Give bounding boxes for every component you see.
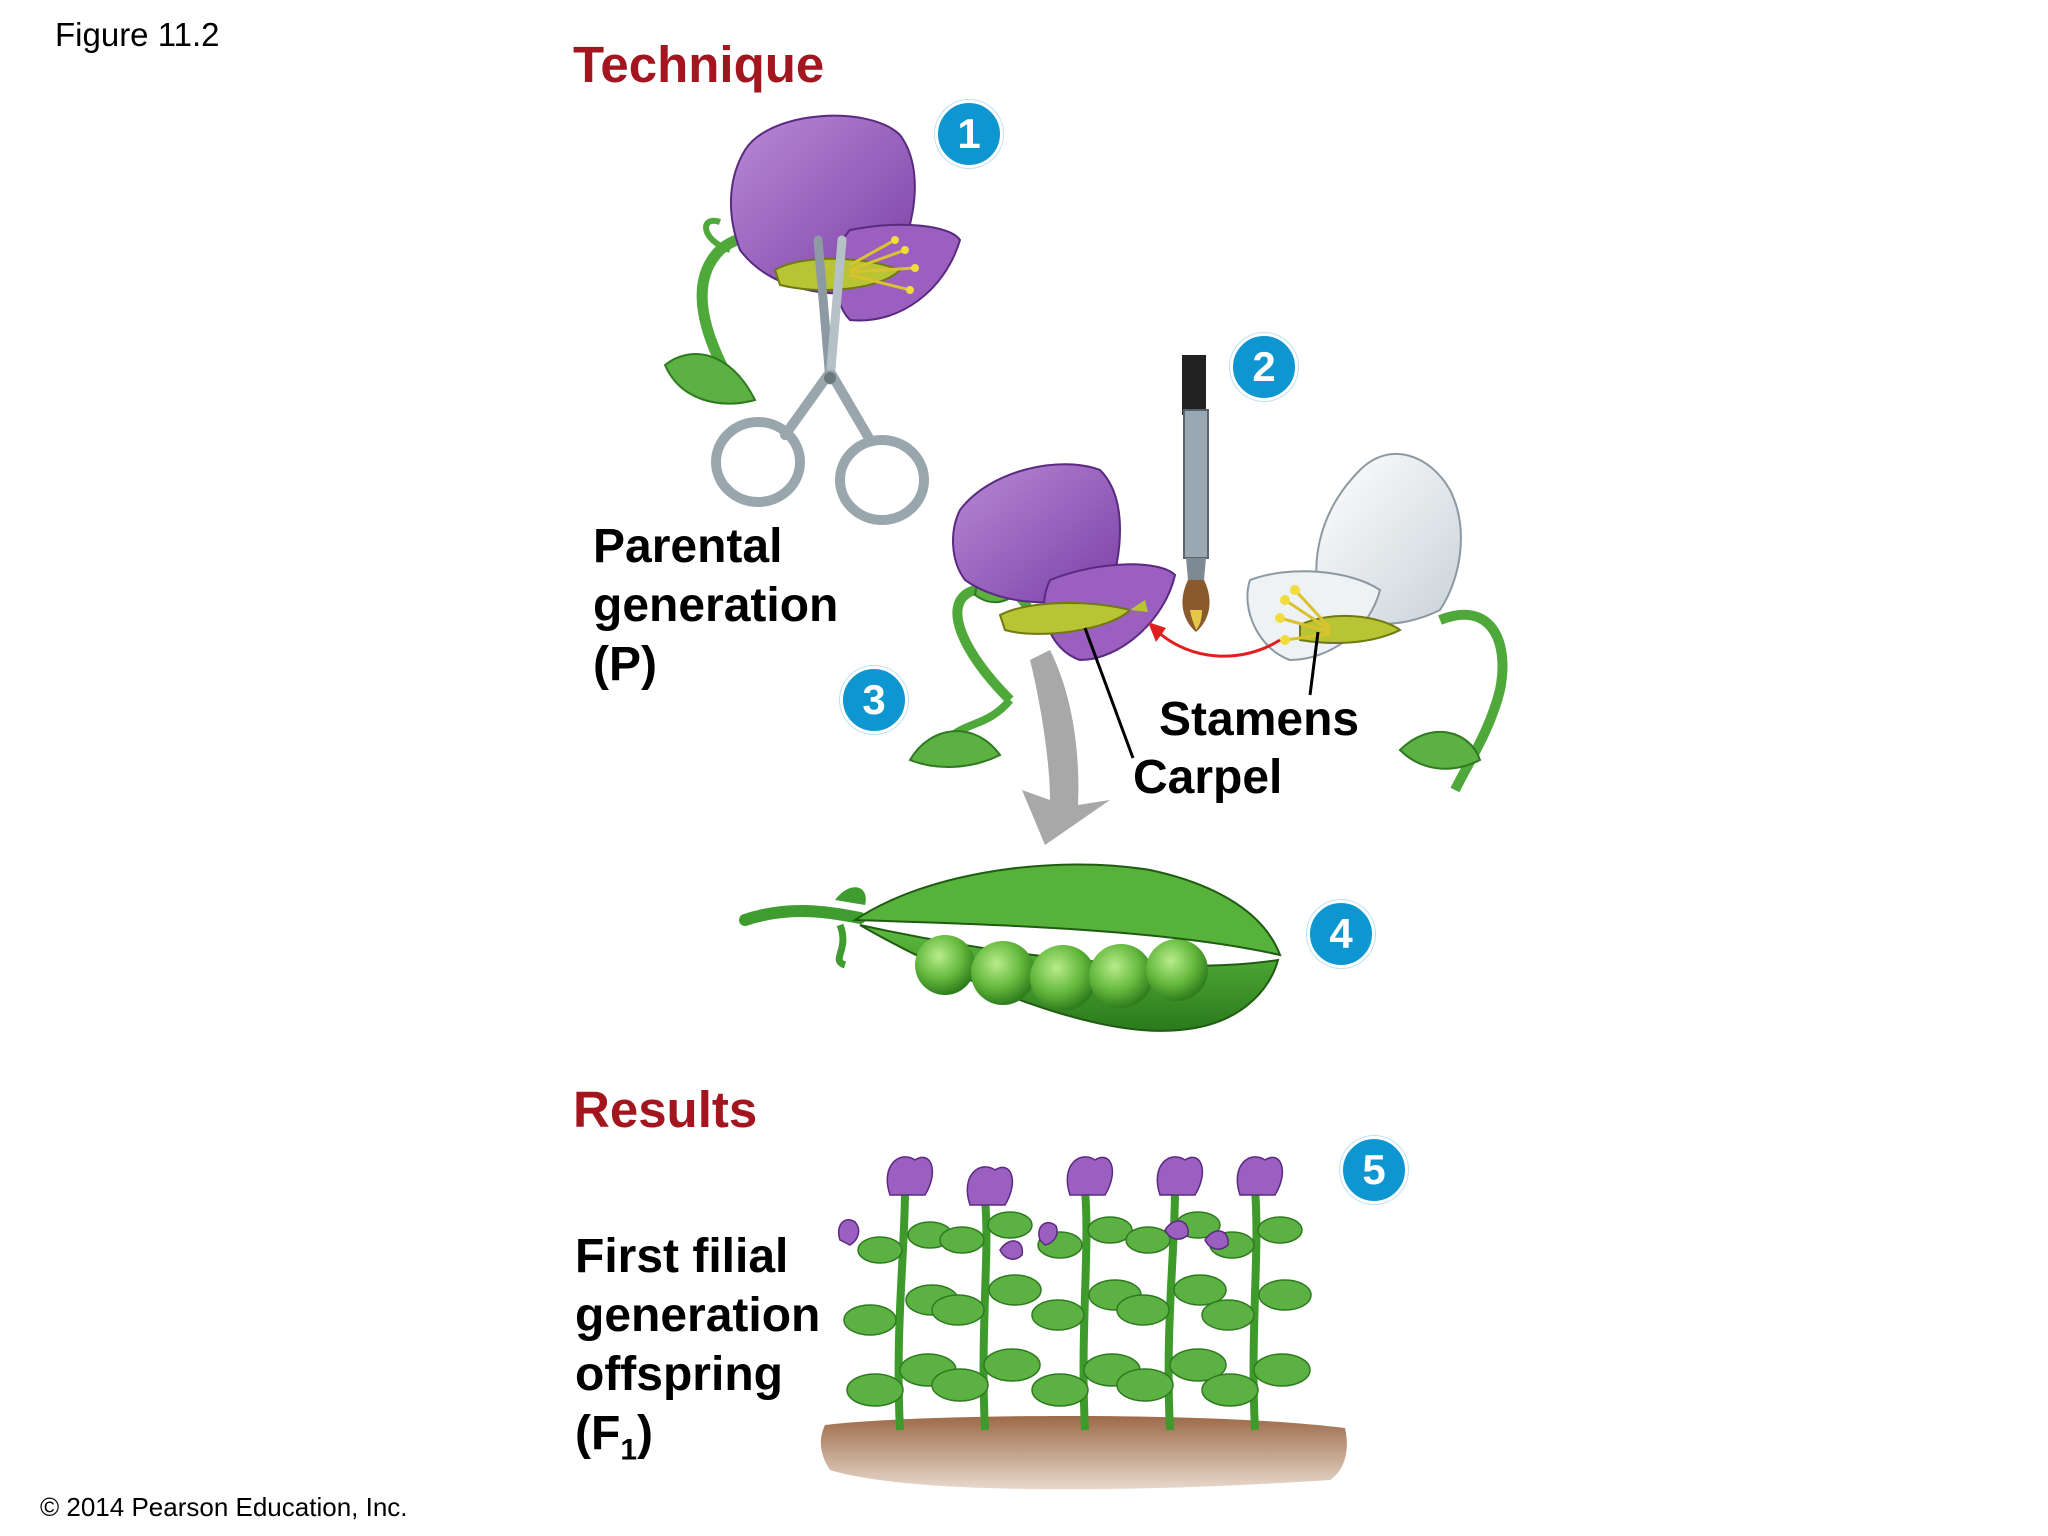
copyright-notice: © 2014 Pearson Education, Inc. xyxy=(40,1492,408,1522)
offspring-line-3: offspring xyxy=(575,1348,783,1401)
parental-line-2: generation xyxy=(593,579,839,632)
emasculated-purple-flower xyxy=(663,114,962,405)
f1-subscript: 1 xyxy=(620,1433,637,1467)
pollen-transfer-arrow xyxy=(1157,630,1281,658)
offspring-generation-label: First filial generation offspring (F1) xyxy=(575,1227,820,1480)
f1-open: (F xyxy=(575,1407,621,1460)
carpel-leader-line xyxy=(1083,627,1135,759)
step-2-badge: 2 xyxy=(1230,333,1298,401)
step-1-badge: 1 xyxy=(935,100,1003,168)
results-title: Results xyxy=(573,1081,758,1138)
scissors-icon xyxy=(711,235,929,525)
pollen-arrowhead xyxy=(1148,622,1166,642)
f1-label: (F1) xyxy=(575,1404,820,1480)
carpel-label: Carpel xyxy=(1133,751,1283,804)
stamens-label: Stamens xyxy=(1159,693,1360,746)
parental-line-3: (P) xyxy=(593,638,657,691)
step-4-badge: 4 xyxy=(1307,900,1375,968)
technique-title: Technique xyxy=(573,36,825,93)
offspring-line-1: First filial xyxy=(575,1230,789,1283)
paintbrush-icon xyxy=(1182,355,1210,632)
offspring-line-2: generation xyxy=(575,1289,821,1342)
soil-bed xyxy=(820,1415,1347,1490)
figure-label: Figure 11.2 xyxy=(55,16,220,53)
parental-line-1: Parental xyxy=(593,520,783,573)
parental-generation-label: Parental generation (P) xyxy=(593,517,838,694)
offspring-leaves xyxy=(843,1211,1312,1407)
stamens-leader-line xyxy=(1308,631,1320,696)
f1-close: ) xyxy=(637,1407,653,1460)
offspring-purple-flowers xyxy=(838,1156,1284,1260)
white-donor-flower xyxy=(1246,453,1508,793)
pea-pod xyxy=(739,863,1282,1032)
development-arrow xyxy=(1022,650,1110,845)
step-3-badge: 3 xyxy=(840,666,908,734)
step-5-badge: 5 xyxy=(1340,1136,1408,1204)
purple-recipient-flower xyxy=(908,463,1177,768)
